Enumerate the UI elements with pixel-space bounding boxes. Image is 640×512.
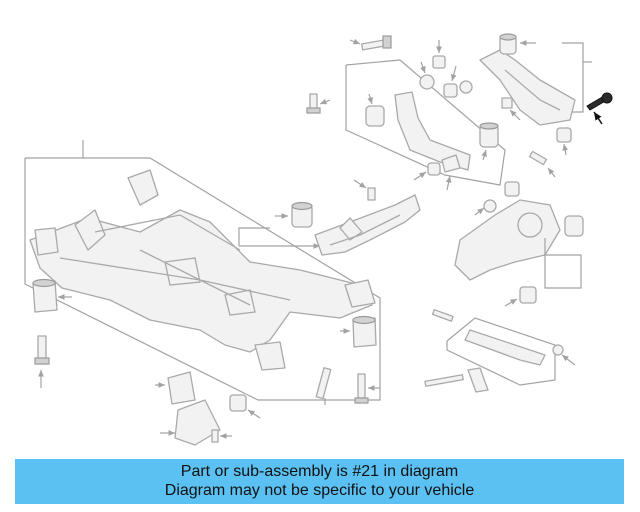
info-banner: Part or sub-assembly is #21 in diagram D… <box>15 459 624 504</box>
banner-line-2: Diagram may not be specific to your vehi… <box>164 482 475 499</box>
bushing-3 <box>340 315 377 348</box>
nut-31-30-25 <box>419 40 473 98</box>
bolt-23 <box>349 35 392 51</box>
subframe-group <box>24 140 381 401</box>
lower-arm-group <box>479 33 592 126</box>
lateral-link-group <box>424 286 576 393</box>
parts-24-26-22 <box>501 97 572 178</box>
bolt-29 <box>306 93 331 114</box>
lower-parts <box>155 367 332 446</box>
banner-line-1: Part or sub-assembly is #21 in diagram <box>180 463 459 480</box>
bolt-4 <box>34 335 50 388</box>
part-21-bolt[interactable] <box>586 92 613 125</box>
trailing-arm-group <box>238 179 421 256</box>
bolt-5 <box>354 373 380 404</box>
bushing-2 <box>32 278 72 313</box>
upper-arm-group <box>345 59 506 191</box>
knuckle-group <box>454 181 584 289</box>
